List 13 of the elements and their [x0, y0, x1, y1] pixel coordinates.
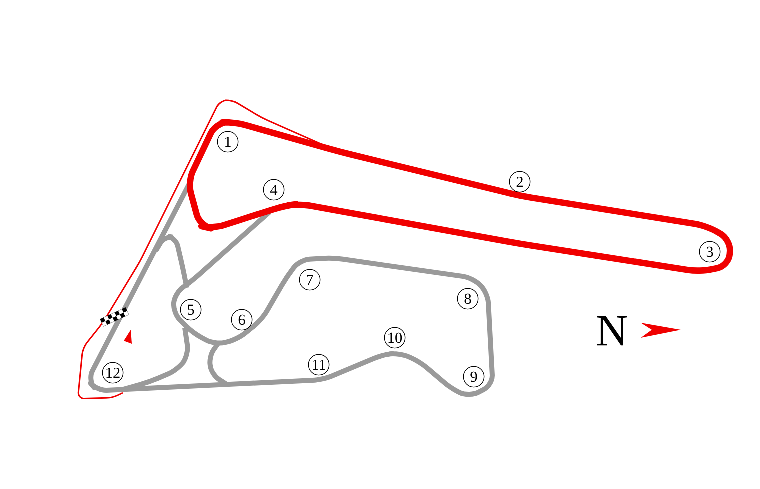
- callout-number: 12: [102, 362, 124, 384]
- callout-number: 3: [699, 241, 721, 263]
- callout-number: 6: [231, 309, 253, 331]
- callout-number: 11: [308, 354, 330, 376]
- callout-number: 10: [384, 327, 406, 349]
- callout-number: 2: [509, 171, 531, 193]
- callout-number: 4: [263, 179, 285, 201]
- callout-number: 9: [463, 366, 485, 388]
- north-label: N: [597, 316, 628, 346]
- callout-number: 7: [299, 269, 321, 291]
- callout-number: 8: [457, 288, 479, 310]
- callout-number: 5: [180, 299, 202, 321]
- callout-number: 1: [217, 131, 239, 153]
